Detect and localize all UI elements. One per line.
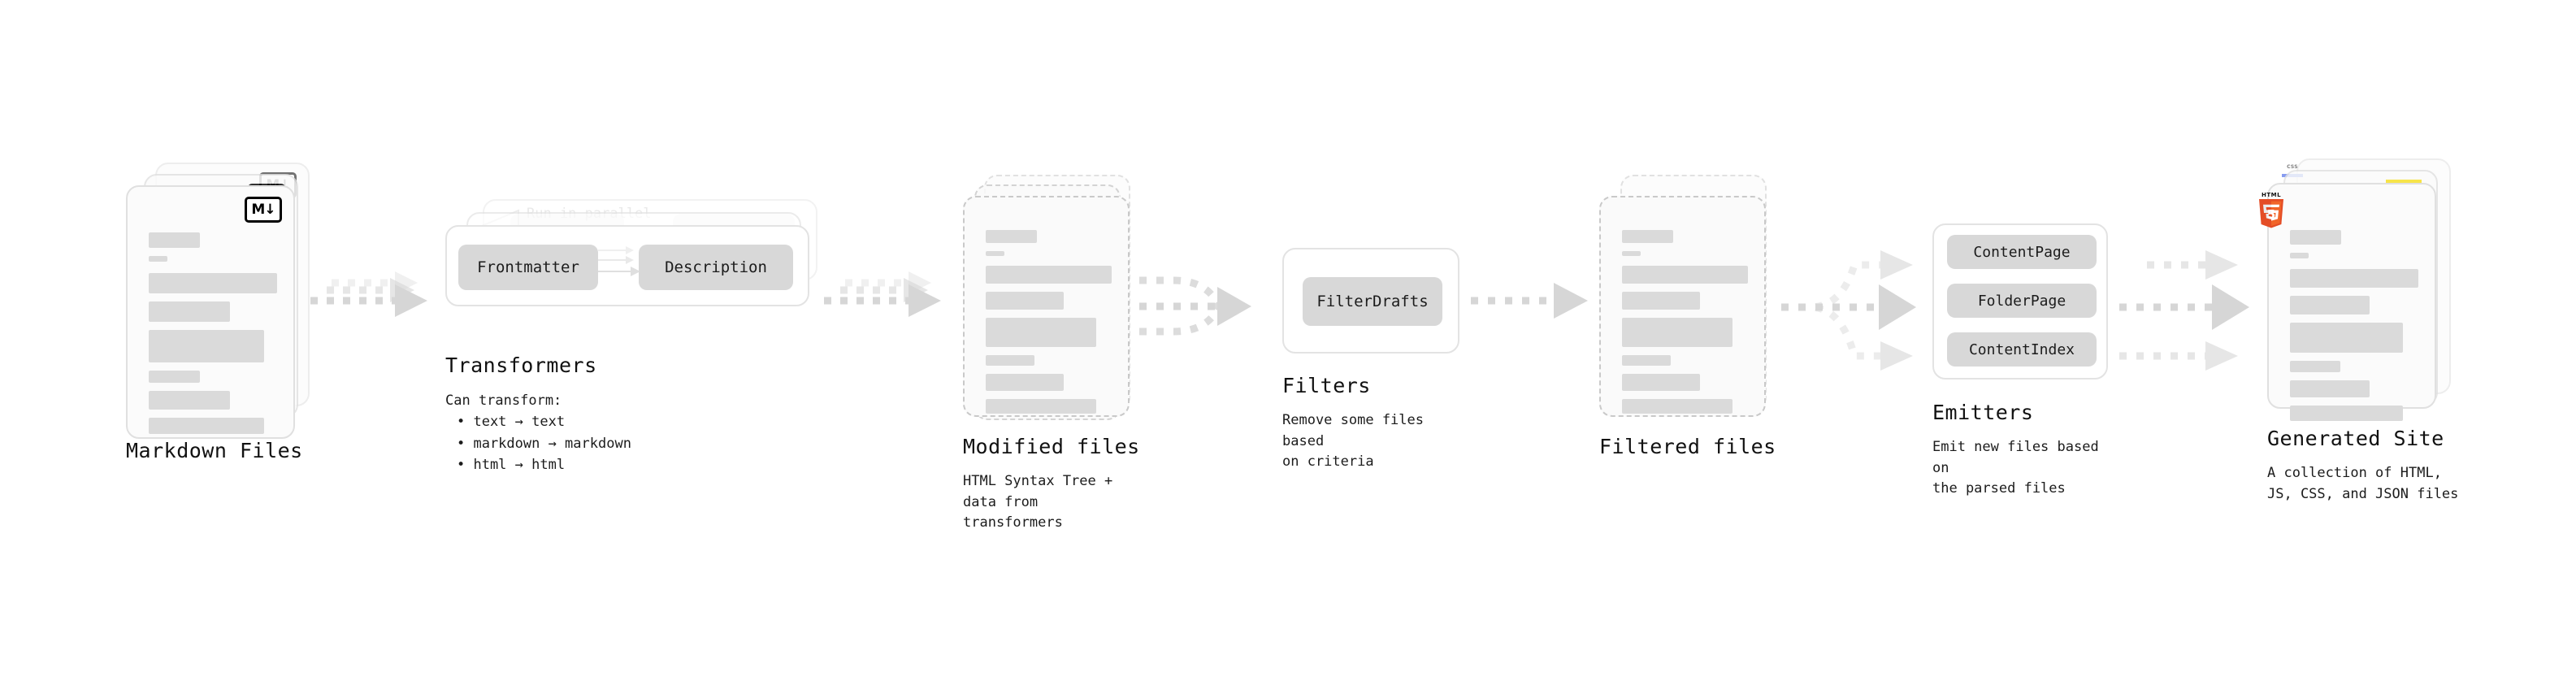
css-badge-label: CSS — [2287, 164, 2298, 170]
stage-subtitle: A collection of HTML, JS, CSS, and JSON … — [2267, 465, 2459, 502]
connector-md-to-transformers — [310, 271, 427, 317]
caption-markdown-files: Markdown Files — [126, 439, 303, 475]
placeholder-bar — [986, 355, 1035, 366]
doc-placeholder-lines — [986, 230, 1112, 422]
doc-card-html: HTML 5 — [2259, 183, 2436, 421]
stage-markdown-files: M↓ M↓ M↓ Markdown Files — [126, 163, 313, 462]
placeholder-bar — [1622, 292, 1701, 310]
caption-modified-files: Modified files HTML Syntax Tree + data f… — [963, 435, 1142, 534]
generated-site-stack: CSS HTML 5 — [2259, 158, 2462, 427]
doc-placeholder-lines — [1622, 230, 1748, 422]
stage-emitters: ContentPage FolderPage ContentIndex Emit… — [1932, 223, 2108, 497]
stage-modified-files: Modified files HTML Syntax Tree + data f… — [963, 175, 1142, 531]
placeholder-bar — [986, 318, 1097, 347]
markdown-badge: M↓ — [245, 197, 282, 223]
list-item: • html → html — [457, 457, 566, 474]
placeholder-bar — [986, 266, 1112, 284]
connector-emitters-to-site — [2119, 250, 2249, 371]
connector-filtered-to-emitters — [1781, 250, 1916, 371]
caption-filtered-files: Filtered files — [1599, 435, 1776, 471]
placeholder-bar — [986, 292, 1065, 310]
markdown-file-stack: M↓ M↓ M↓ — [126, 163, 313, 439]
internal-transform-arrows — [598, 246, 640, 276]
placeholder-bar — [2290, 406, 2404, 421]
placeholder-bar — [149, 232, 200, 248]
doc-card-front: M↓ — [126, 185, 295, 439]
stage-filtered-files: Filtered files — [1599, 175, 1778, 458]
placeholder-bar — [2290, 253, 2309, 258]
placeholder-bar — [2290, 296, 2370, 314]
caption-generated-site: Generated Site A collection of HTML, JS,… — [2267, 427, 2458, 505]
placeholder-bar — [1622, 251, 1641, 256]
doc-placeholder-lines — [2290, 230, 2418, 429]
placeholder-bar — [149, 330, 265, 362]
html5-badge: HTML 5 — [2257, 192, 2285, 228]
placeholder-bar — [149, 256, 167, 262]
stage-subtitle: Remove some files based on criteria — [1282, 412, 1424, 470]
connector-filters-to-filtered — [1471, 283, 1588, 319]
stage-subtitle: HTML Syntax Tree + data from transformer… — [963, 473, 1113, 531]
doc-card-front — [1599, 196, 1766, 417]
list-item: • markdown → markdown — [457, 435, 631, 452]
list-item: • text → text — [457, 414, 566, 431]
stage-subtitle: Emit new files based on the parsed files — [1932, 439, 2099, 497]
placeholder-bar — [2290, 230, 2341, 245]
doc-card-front — [963, 196, 1130, 417]
modified-file-stack — [963, 175, 1142, 435]
stage-title: Markdown Files — [126, 439, 303, 462]
filtered-file-stack — [1599, 175, 1778, 435]
doc-placeholder-lines — [149, 232, 277, 442]
chip-folderpage[interactable]: FolderPage — [1947, 284, 2097, 318]
chip-contentpage[interactable]: ContentPage — [1947, 235, 2097, 269]
caption-transformers: Transformers Can transform: • text → tex… — [445, 354, 631, 475]
stage-generated-site: CSS HTML 5 — [2259, 158, 2462, 502]
placeholder-bar — [1622, 374, 1701, 391]
placeholder-bar — [1622, 399, 1733, 414]
stage-transformers: Run in parallel Frontmatter Description — [445, 191, 827, 473]
placeholder-bar — [1622, 230, 1673, 243]
connector-transformers-to-modified — [824, 271, 941, 317]
stage-title: Generated Site — [2267, 427, 2444, 450]
chip-contentindex[interactable]: ContentIndex — [1947, 332, 2097, 367]
placeholder-bar — [149, 273, 277, 293]
placeholder-bar — [986, 399, 1097, 414]
stage-title: Filtered files — [1599, 435, 1776, 458]
stage-title: Transformers — [445, 354, 597, 377]
stage-title: Emitters — [1932, 401, 2034, 424]
chip-description[interactable]: Description — [639, 245, 793, 290]
placeholder-bar — [149, 391, 230, 410]
placeholder-bar — [149, 418, 265, 434]
html5-shield-icon — [2259, 199, 2283, 228]
chip-frontmatter[interactable]: Frontmatter — [458, 245, 598, 290]
caption-filters: Filters Remove some files based on crite… — [1282, 374, 1459, 473]
placeholder-bar — [1622, 266, 1748, 284]
placeholder-bar — [986, 230, 1037, 243]
chip-filterdrafts[interactable]: FilterDrafts — [1303, 277, 1442, 326]
html5-badge-word: HTML — [2261, 192, 2282, 198]
html5-badge-digit: 5 — [2266, 207, 2276, 222]
emitters-panel: ContentPage FolderPage ContentIndex — [1932, 223, 2108, 380]
placeholder-bar — [2290, 323, 2404, 353]
connector-modified-to-filters — [1139, 276, 1251, 336]
stage-title: Filters — [1282, 374, 1371, 397]
placeholder-bar — [986, 251, 1004, 256]
placeholder-bar — [2290, 380, 2370, 397]
placeholder-bar — [149, 371, 201, 383]
placeholder-bar — [1622, 355, 1672, 366]
placeholder-bar — [2290, 269, 2418, 288]
stage-title: Modified files — [963, 435, 1140, 458]
placeholder-bar — [2290, 361, 2340, 372]
stage-filters: FilterDrafts Filters Remove some files b… — [1282, 248, 1459, 470]
placeholder-bar — [986, 374, 1065, 391]
list-lead: Can transform: — [445, 393, 562, 409]
caption-emitters: Emitters Emit new files based on the par… — [1932, 401, 2108, 500]
filters-panel: FilterDrafts — [1282, 248, 1459, 354]
transform-capability-list: Can transform: • text → text • markdown … — [445, 390, 631, 475]
transformer-panel-front: Frontmatter Description — [445, 225, 809, 306]
placeholder-bar — [149, 301, 230, 322]
placeholder-bar — [1622, 318, 1733, 347]
transformer-panel-stack: Frontmatter Description — [445, 191, 827, 313]
